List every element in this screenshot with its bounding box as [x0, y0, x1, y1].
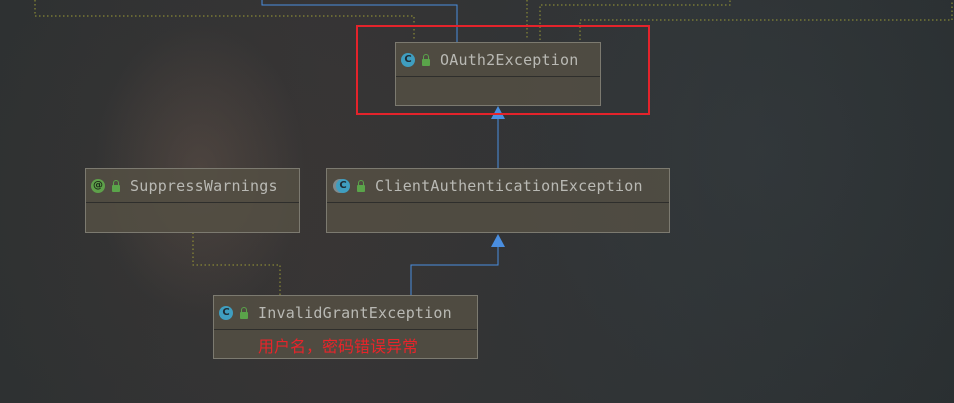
class-node-invalidgrantexception[interactable]: C InvalidGrantException 用户名，密码错误异常 — [213, 295, 478, 359]
class-node-clientauthenticationexception[interactable]: C ClientAuthenticationException — [326, 168, 670, 233]
class-name: OAuth2Exception — [440, 50, 579, 69]
dotted-edge-top-right-2 — [539, 0, 731, 40]
class-node-header: @ SuppressWarnings — [86, 169, 299, 203]
class-node-oauth2exception[interactable]: C OAuth2Exception — [395, 42, 601, 106]
inheritance-arrowhead-client — [491, 234, 505, 247]
public-lock-icon — [357, 179, 365, 192]
class-name: ClientAuthenticationException — [375, 176, 643, 195]
class-name: InvalidGrantException — [258, 303, 452, 322]
inheritance-edge-top — [261, 0, 458, 42]
class-name: SuppressWarnings — [130, 176, 278, 195]
class-node-suppresswarnings[interactable]: @ SuppressWarnings — [85, 168, 300, 233]
dotted-edge-top-left — [34, 0, 415, 40]
public-lock-icon — [422, 53, 430, 66]
public-lock-icon — [240, 306, 248, 319]
annotation-icon: @ — [91, 178, 105, 193]
class-node-header: C InvalidGrantException — [214, 296, 477, 330]
inheritance-arrowhead-oauth2 — [491, 106, 505, 119]
class-icon: C — [401, 52, 415, 67]
public-lock-icon — [112, 179, 120, 192]
class-node-header: C OAuth2Exception — [396, 43, 600, 77]
annotation-note: 用户名，密码错误异常 — [258, 337, 419, 356]
class-node-header: C ClientAuthenticationException — [327, 169, 669, 203]
class-icon: C — [219, 305, 233, 320]
inheritance-edge-invalid-to-client — [410, 247, 499, 295]
highlight-box — [356, 25, 650, 115]
dotted-edge-invalid-to-suppress — [192, 233, 281, 295]
abstract-class-icon: C — [336, 178, 350, 193]
